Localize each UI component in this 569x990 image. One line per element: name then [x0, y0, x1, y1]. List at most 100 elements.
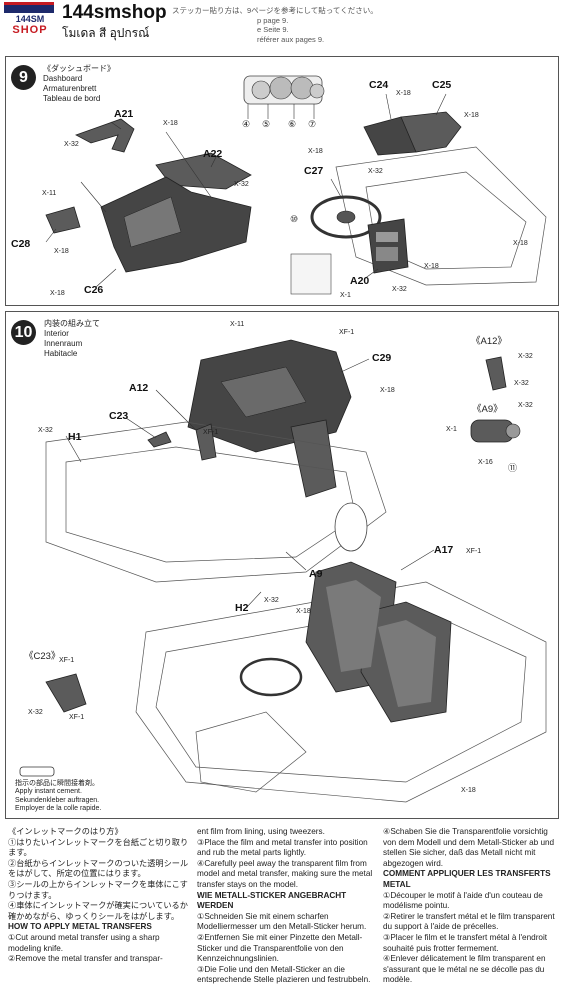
part-label-c27: C27 [304, 165, 324, 177]
part-label-c24: C24 [369, 79, 389, 91]
screw-label: X-1 [340, 292, 351, 299]
en-step: ent film from lining, using tweezers. [197, 827, 325, 836]
step-9-panel: 9 《ダッシュボード》 Dashboard Armaturenbrett Tab… [5, 56, 559, 306]
part-c23-shape [147, 431, 172, 448]
shop-name: 144smshop [62, 2, 167, 23]
screw-label: X-11 [230, 321, 245, 328]
screw-label: X-32 [264, 597, 279, 604]
screw-label: X-32 [368, 168, 383, 175]
de-title-text: WIE METALL-STICKER ANGEBRACHT WERDEN [197, 890, 347, 911]
part-c25-shape [400, 111, 462, 153]
jp-step: ①はりたいインレットマークを台紙ごと切り取ります。 [8, 837, 189, 858]
logo-top-text: 144SM [15, 14, 45, 24]
steering-wheel-icon [310, 195, 382, 239]
en-step: ③Place the film and metal transfer into … [197, 837, 368, 858]
en-step: ①Cut around metal transfer using a sharp… [8, 932, 160, 953]
title-jp: 《ダッシュボード》 [43, 64, 115, 73]
step-number: 9 [11, 65, 36, 90]
screw-label: X-18 [54, 248, 69, 255]
chassis-upper-outline [45, 421, 387, 583]
de-title: WIE METALL-STICKER ANGEBRACHT WERDEN [197, 891, 379, 912]
title-fr: Habitacle [44, 349, 78, 358]
part-label-h1: H1 [68, 431, 82, 443]
dashboard-body-outline [335, 146, 547, 286]
part-a21-shape [75, 118, 135, 153]
screw-label: X-18 [380, 387, 395, 394]
screw-label: X-1 [446, 426, 457, 433]
en-step: ④Carefully peel away the transparent fil… [197, 858, 373, 889]
title-jp: 内装の組み立て [44, 319, 100, 328]
screw-label: X-18 [308, 148, 323, 155]
fr-title-text: COMMENT APPLIQUER LES TRANSFERTS METAL [383, 869, 551, 889]
glue-note-en: Apply instant cement. [15, 788, 82, 796]
title-de: Innenraum [44, 339, 83, 348]
part-label-a12: A12 [129, 382, 149, 394]
screw-label: X-18 [424, 263, 439, 270]
screw-label: X-11 [42, 190, 57, 197]
part-label-a21: A21 [114, 108, 134, 120]
title-en: Dashboard [43, 74, 83, 83]
screw-label: X-18 [163, 120, 178, 127]
marker-6: ⑥ [288, 119, 297, 129]
part-c28-shape [45, 206, 81, 234]
jp-step: ②台紙からインレットマークのついた透明シールをはがして、所定の位置にはります。 [8, 858, 189, 879]
screw-label: X-18 [461, 787, 476, 794]
part-label-c28: C28 [11, 238, 31, 250]
ref-line: référer aux pages 9. [257, 34, 325, 44]
screw-label: X-32 [514, 380, 529, 387]
shop-logo: 144SM SHOP [4, 2, 56, 36]
screw-label: X-18 [396, 90, 411, 97]
instructions-col-1: 《インレットマークのはり方》 ①はりたいインレットマークを台紙ごと切り取ります。… [8, 827, 193, 965]
title-de: Armaturenbrett [43, 84, 97, 93]
step-title: 内装の組み立て Interior Innenraum Habitacle [44, 319, 100, 359]
fr-title: COMMENT APPLIQUER LES TRANSFERTS METAL [383, 869, 563, 890]
fr-step: ②Retirer le transfert métal et le film t… [383, 911, 555, 932]
part-label-a22: A22 [203, 148, 223, 160]
detail-heading-c23: 《C23》 [24, 651, 61, 662]
marker-4: ④ [242, 119, 251, 129]
screw-label: X-18 [513, 240, 528, 247]
glue-note-de: Sekundenkleber auftragen. [15, 796, 100, 804]
jp-title: 《インレットマークのはり方》 [8, 827, 123, 836]
screw-label: X-16 [478, 459, 493, 466]
instructions-col-2: ent film from lining, using tweezers. ③P… [197, 827, 379, 986]
screw-label: X-32 [518, 402, 533, 409]
part-a12-shape [195, 423, 217, 461]
screw-label: XF-1 [69, 714, 85, 721]
ref-line: e Seite 9. [257, 25, 289, 34]
screw-label: XF-1 [203, 429, 219, 436]
de-step: ③Die Folie und den Metall-Sticker an die… [197, 964, 371, 985]
screw-label: X-32 [64, 141, 79, 148]
part-label-c29: C29 [372, 352, 392, 364]
detail-heading-a9: 《A9》 [472, 404, 503, 415]
de-step: ④Schaben Sie die Transparentfolie vorsic… [383, 827, 555, 868]
marker-5: ⑤ [262, 119, 271, 129]
part-label-c23: C23 [109, 410, 129, 422]
part-label-h2: H2 [235, 602, 249, 614]
screw-label: X-32 [392, 286, 407, 293]
en-title-text: HOW TO APPLY METAL TRANSFERS [8, 922, 152, 932]
screw-label: XF-1 [59, 657, 75, 664]
screw-label: X-18 [464, 112, 479, 119]
decal-sheet-icon [290, 253, 332, 295]
en-title: HOW TO APPLY METAL TRANSFERS [8, 922, 193, 933]
part-label-c26: C26 [84, 284, 104, 296]
fr-step: ④Enlever délicatement le film transparen… [383, 954, 546, 985]
glue-note-jp: 指示の部品に瞬間接着剤。 [15, 780, 99, 787]
marker-11: ⑪ [508, 463, 518, 473]
fr-step: ①Découper le motif à l'aide d'un couteau… [383, 890, 543, 911]
page-reference-note: ステッカー貼り方は、9ページを参考にして貼ってください。 p page 9. e… [172, 6, 378, 44]
instructions-col-3: ④Schaben Sie die Transparentfolie vorsic… [383, 827, 563, 986]
part-a20-shape [367, 218, 409, 274]
shop-subtitle: โมเดล สี อุปกรณ์ [62, 26, 150, 40]
jp-step: ④車体にインレットマークが確実についているか確かめながら、ゆっくりシールをはがし… [8, 901, 188, 921]
glue-note-fr: Employer de la colle rapide. [15, 805, 102, 813]
glue-tube-icon [19, 766, 55, 777]
marker-7: ⑦ [308, 119, 317, 129]
de-step: ②Entfernen Sie mit einer Pinzette den Me… [197, 932, 363, 964]
screw-label: XF-1 [466, 548, 482, 555]
detail-heading-a12: 《A12》 [471, 336, 507, 347]
logo-bottom-text: SHOP [12, 24, 48, 36]
part-label-a17: A17 [434, 544, 454, 556]
part-a12-detail-shape [485, 356, 507, 391]
